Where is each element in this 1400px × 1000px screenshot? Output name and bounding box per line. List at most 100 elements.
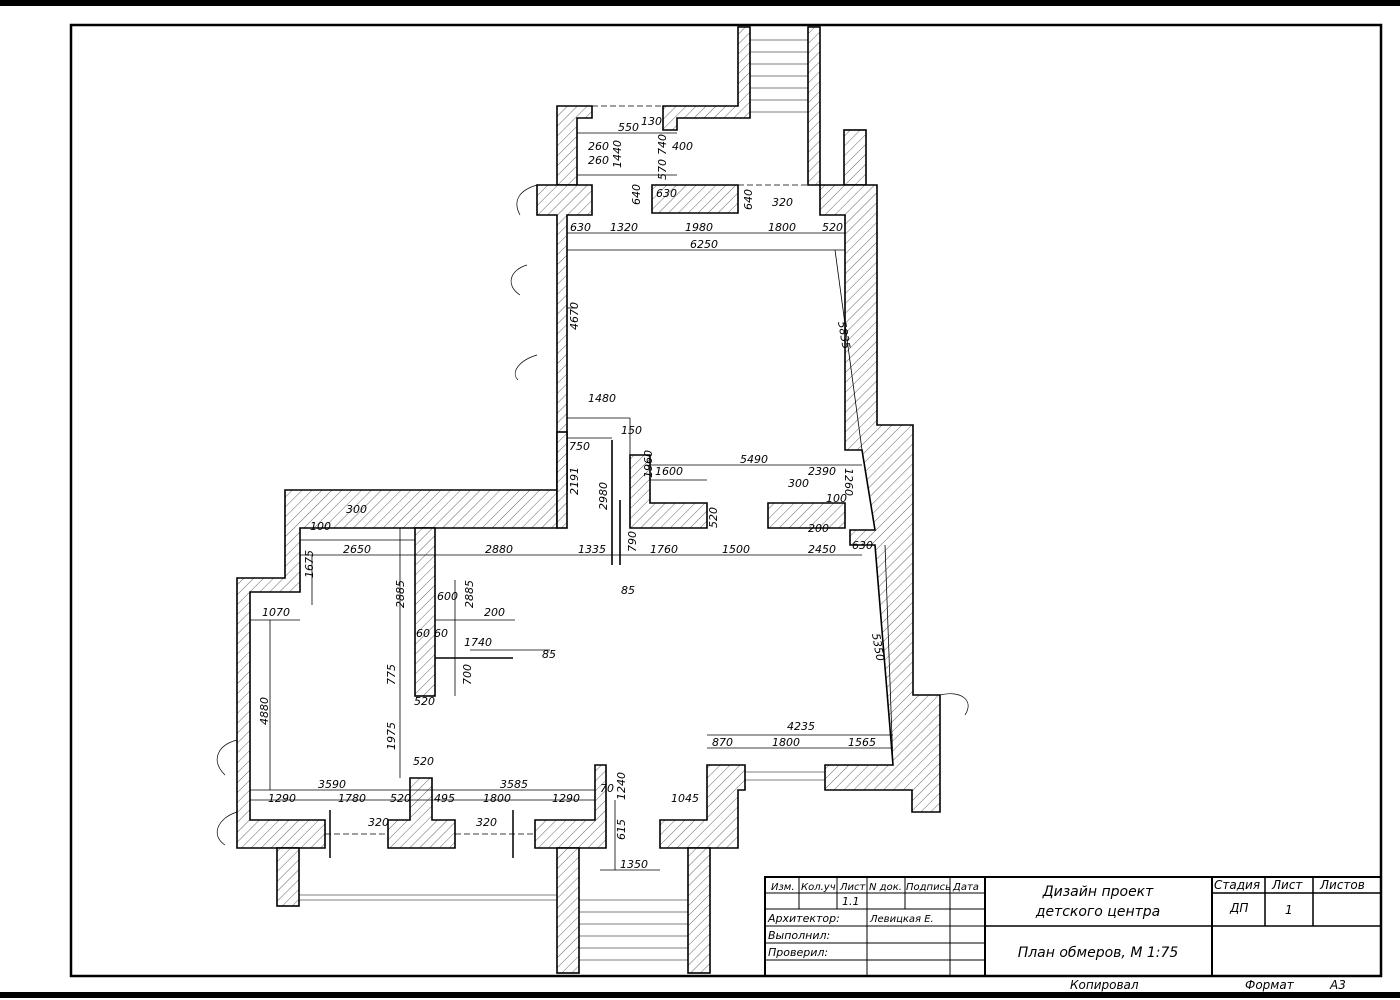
dim-790: 790 bbox=[626, 531, 639, 552]
dim-630top: 630 bbox=[656, 187, 677, 200]
wall-south-pier-b bbox=[534, 764, 607, 849]
dim-85a: 85 bbox=[621, 584, 635, 597]
col-data: Дата bbox=[952, 882, 979, 893]
col-list: Лист bbox=[839, 882, 867, 893]
dim-2980: 2980 bbox=[597, 482, 610, 510]
dim-600: 600 bbox=[437, 590, 458, 603]
dim-740: 740 bbox=[656, 134, 669, 155]
wall-south-annex-left bbox=[276, 847, 300, 907]
dim-700: 700 bbox=[461, 664, 474, 685]
dim-640a: 640 bbox=[630, 184, 643, 205]
project-line-1: Дизайн проект bbox=[1042, 884, 1154, 900]
dim-2885a: 2885 bbox=[394, 580, 407, 608]
wall-south-stair-left bbox=[556, 847, 580, 974]
dim-1675: 1675 bbox=[303, 550, 316, 578]
dim-870: 870 bbox=[712, 736, 733, 749]
dim-2885b: 2885 bbox=[463, 580, 476, 608]
dim-70: 70 bbox=[600, 782, 614, 795]
wall-west-north bbox=[236, 184, 593, 849]
copied-label: Копировал bbox=[1070, 978, 1139, 992]
sheet-title: План обмеров, М 1:75 bbox=[1018, 945, 1179, 961]
wall-partition-a bbox=[414, 527, 436, 697]
col-sheet: Лист bbox=[1271, 878, 1303, 892]
dim-1335: 1335 bbox=[578, 543, 606, 556]
dim-320b: 320 bbox=[476, 816, 497, 829]
dim-400: 400 bbox=[672, 140, 693, 153]
openings bbox=[216, 105, 969, 858]
dim-1290a: 1290 bbox=[268, 792, 296, 805]
dim-3590: 3590 bbox=[318, 778, 346, 791]
dim-520c: 520 bbox=[414, 695, 435, 708]
dim-550: 550 bbox=[618, 121, 639, 134]
dim-4235: 4235 bbox=[787, 720, 815, 733]
dim-1565: 1565 bbox=[848, 736, 876, 749]
dim-300b: 300 bbox=[788, 477, 809, 490]
project-line-2: детского центра bbox=[1035, 904, 1160, 920]
dim-130: 130 bbox=[641, 115, 662, 128]
dim-520d: 520 bbox=[413, 755, 434, 768]
dim-2650: 2650 bbox=[343, 543, 371, 556]
format-label: Формат bbox=[1245, 978, 1295, 992]
col-podpis: Подпись bbox=[906, 882, 951, 893]
dim-5350: 5350 bbox=[869, 632, 887, 662]
dimension-lines bbox=[250, 132, 894, 871]
dim-300a: 300 bbox=[346, 503, 367, 516]
sheet-value: 1 bbox=[1285, 903, 1293, 917]
dim-2390: 2390 bbox=[808, 465, 836, 478]
col-ndok: N док. bbox=[869, 882, 902, 893]
dim-1350: 1350 bbox=[620, 858, 648, 871]
title-block bbox=[764, 876, 1382, 977]
format-value: А3 bbox=[1329, 978, 1346, 992]
dim-640b: 640 bbox=[742, 189, 755, 210]
wall-east bbox=[819, 184, 941, 813]
col-stage: Стадия bbox=[1214, 878, 1260, 892]
dim-630mid: 630 bbox=[852, 539, 873, 552]
architect-name: Левицкая Е. bbox=[869, 914, 934, 925]
wall-top-column bbox=[843, 129, 867, 186]
row-architect: Архитектор: bbox=[767, 912, 840, 925]
dim-1500: 1500 bbox=[722, 543, 750, 556]
dim-1260: 1260 bbox=[842, 468, 855, 496]
wall-top-shaft-right bbox=[662, 26, 751, 131]
dim-520e: 520 bbox=[390, 792, 411, 805]
wall-partition-c bbox=[767, 502, 846, 529]
dim-750: 750 bbox=[569, 440, 590, 453]
wall-south-pier-a bbox=[387, 777, 456, 849]
wall-partition-d bbox=[556, 431, 568, 529]
dim-200mid: 200 bbox=[808, 522, 829, 535]
dim-1240: 1240 bbox=[615, 772, 628, 800]
dim-100a: 100 bbox=[310, 520, 331, 533]
wall-top-stair-right bbox=[807, 26, 821, 186]
dim-4670: 4670 bbox=[568, 302, 581, 330]
dim-85b: 85 bbox=[542, 648, 556, 661]
dim-1440: 1440 bbox=[611, 140, 624, 168]
dim-1740: 1740 bbox=[464, 636, 492, 649]
dim-260a: 260 bbox=[588, 140, 609, 153]
dim-2450: 2450 bbox=[808, 543, 836, 556]
dim-60b: 60 bbox=[434, 627, 448, 640]
dim-150: 150 bbox=[621, 424, 642, 437]
dim-520top: 520 bbox=[822, 221, 843, 234]
dim-2880: 2880 bbox=[485, 543, 513, 556]
dim-1800b: 1800 bbox=[772, 736, 800, 749]
wall-south-pier-c bbox=[659, 764, 746, 849]
dim-1975: 1975 bbox=[385, 722, 398, 750]
dimension-labels: 550 130 260 260 1440 740 400 570 640 630… bbox=[258, 115, 887, 871]
dim-630: 630 bbox=[570, 221, 591, 234]
dim-570: 570 bbox=[656, 159, 669, 180]
dim-260b: 260 bbox=[588, 154, 609, 167]
col-sheets: Листов bbox=[1319, 878, 1365, 892]
dim-1760: 1760 bbox=[650, 543, 678, 556]
dim-1800top: 1800 bbox=[768, 221, 796, 234]
dim-320a: 320 bbox=[368, 816, 389, 829]
dim-200b: 200 bbox=[484, 606, 505, 619]
dim-1600: 1600 bbox=[655, 465, 683, 478]
dim-615: 615 bbox=[615, 819, 628, 840]
dim-1780: 1780 bbox=[338, 792, 366, 805]
wall-partition-b bbox=[629, 454, 708, 529]
dim-320top: 320 bbox=[772, 196, 793, 209]
stairs bbox=[299, 39, 825, 961]
wall-north-mid bbox=[651, 184, 739, 214]
list-value: 1.1 bbox=[842, 895, 860, 908]
